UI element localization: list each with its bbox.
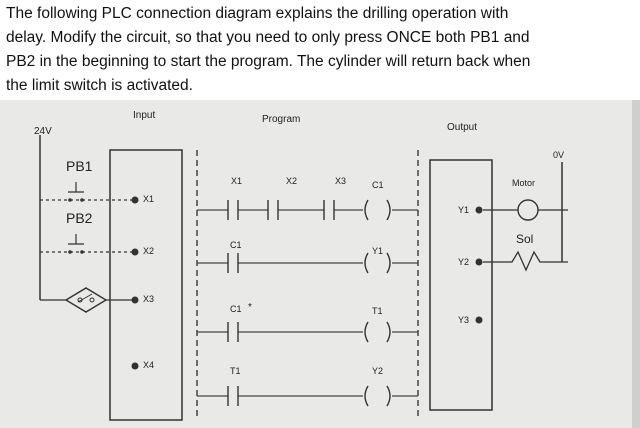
wiring-drawing <box>39 135 568 421</box>
ground-label: 0V <box>553 150 565 160</box>
input-x4-label: X4 <box>143 360 155 370</box>
output-y1-label: Y1 <box>458 205 470 215</box>
limit-switch-symbol <box>64 287 108 313</box>
motor-label: Motor <box>512 178 536 188</box>
motor-symbol <box>517 199 539 221</box>
program-section-label: Program <box>262 114 301 125</box>
rung3-coil-label: T1 <box>372 306 383 316</box>
question-text: The following PLC connection diagram exp… <box>6 2 606 98</box>
solenoid-label: Sol <box>516 232 534 246</box>
output-module-box <box>429 159 493 411</box>
input-x1-label: X1 <box>143 194 155 204</box>
rung1-contact2-label: X2 <box>286 176 298 186</box>
rung3-contact-label: C1 <box>230 304 242 314</box>
rung4-contact-label: T1 <box>230 366 241 376</box>
solenoid-symbol <box>483 250 562 272</box>
output-y2-label: Y2 <box>458 257 470 267</box>
rung1-contact1-label: X1 <box>231 176 243 186</box>
rung1-coil-label: C1 <box>372 180 384 190</box>
rung1-contact3-label: X3 <box>335 176 347 186</box>
input-module-box <box>109 149 183 421</box>
question-line: The following PLC connection diagram exp… <box>6 5 509 22</box>
pb1-label: PB1 <box>66 158 93 174</box>
pb2-label: PB2 <box>66 210 93 226</box>
rung4-coil-label: Y2 <box>372 366 384 376</box>
input-section-label: Input <box>133 110 156 121</box>
question-line: PB2 in the beginning to start the progra… <box>6 53 531 70</box>
rung2-contact-label: C1 <box>230 240 242 250</box>
question-line: delay. Modify the circuit, so that you n… <box>6 29 530 46</box>
plc-diagram-photo: 24V 0V Input Program Output PB1 PB2 X1 X… <box>0 100 640 428</box>
input-x3-label: X3 <box>143 294 155 304</box>
supply-label: 24V <box>34 126 52 137</box>
rung2-coil-label: Y1 <box>372 246 384 256</box>
output-y3-label: Y3 <box>458 315 470 325</box>
photo-edge-shadow <box>632 100 640 428</box>
output-section-label: Output <box>447 122 478 133</box>
question-line: the limit switch is activated. <box>6 77 193 94</box>
rung3-marker: * <box>248 302 252 313</box>
input-x2-label: X2 <box>143 246 155 256</box>
